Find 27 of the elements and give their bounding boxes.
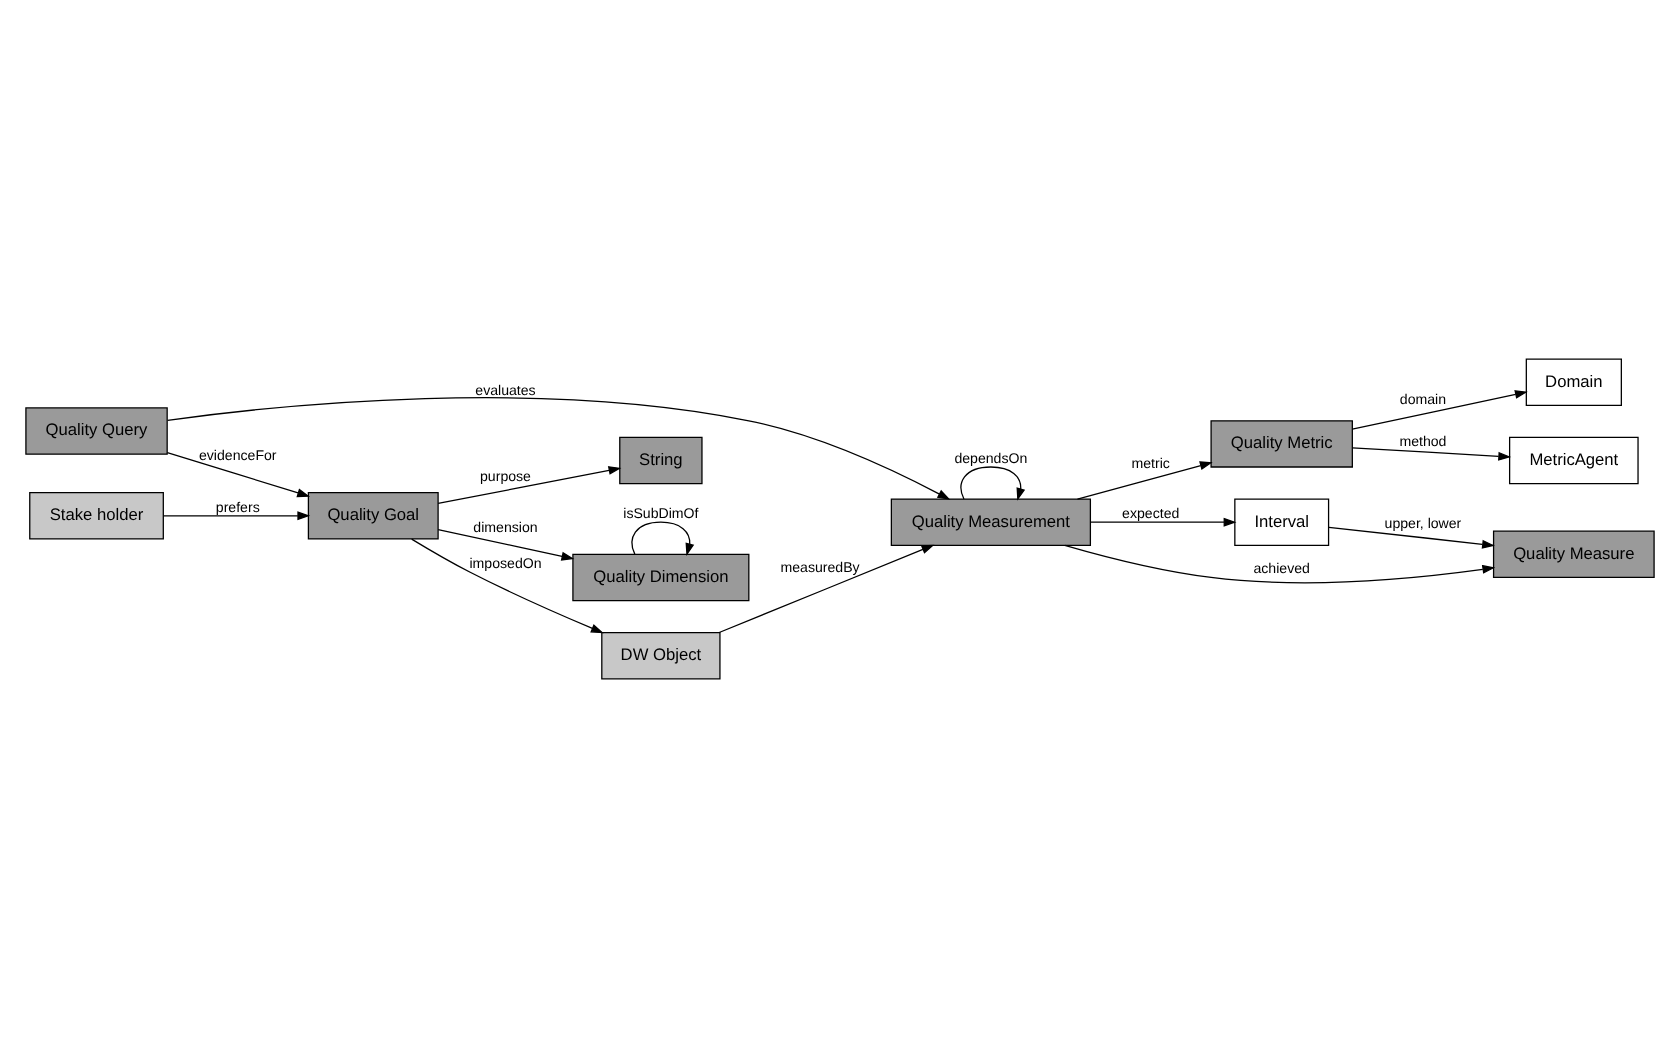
arrow bbox=[166, 397, 951, 500]
node-box: Stake holder bbox=[29, 492, 164, 540]
arrow bbox=[437, 466, 622, 505]
node-box: Quality Measurement bbox=[890, 498, 1092, 546]
arrow bbox=[162, 511, 311, 521]
node-box: DW Object bbox=[601, 632, 721, 680]
arrow bbox=[1351, 390, 1528, 430]
node-box: Interval bbox=[1234, 498, 1330, 546]
node-box: String bbox=[619, 436, 703, 485]
node-box: Quality Dimension bbox=[572, 553, 750, 602]
arrow bbox=[1064, 544, 1496, 584]
arrow bbox=[1076, 461, 1213, 500]
node-box: MetricAgent bbox=[1509, 436, 1639, 485]
node-box: Quality Query bbox=[25, 407, 168, 455]
node-box: Quality Metric bbox=[1210, 420, 1353, 468]
arrow bbox=[437, 528, 575, 561]
arrow bbox=[718, 544, 935, 634]
node-box: Domain bbox=[1525, 358, 1622, 406]
arrow bbox=[1089, 517, 1237, 527]
arrow bbox=[960, 466, 1026, 501]
arrow bbox=[631, 521, 695, 557]
node-box: Quality Measure bbox=[1492, 530, 1655, 579]
arrow bbox=[166, 451, 310, 498]
arrow bbox=[411, 538, 604, 634]
arrow bbox=[1351, 447, 1512, 461]
node-box: Quality Goal bbox=[307, 492, 439, 540]
arrow bbox=[1328, 526, 1495, 549]
